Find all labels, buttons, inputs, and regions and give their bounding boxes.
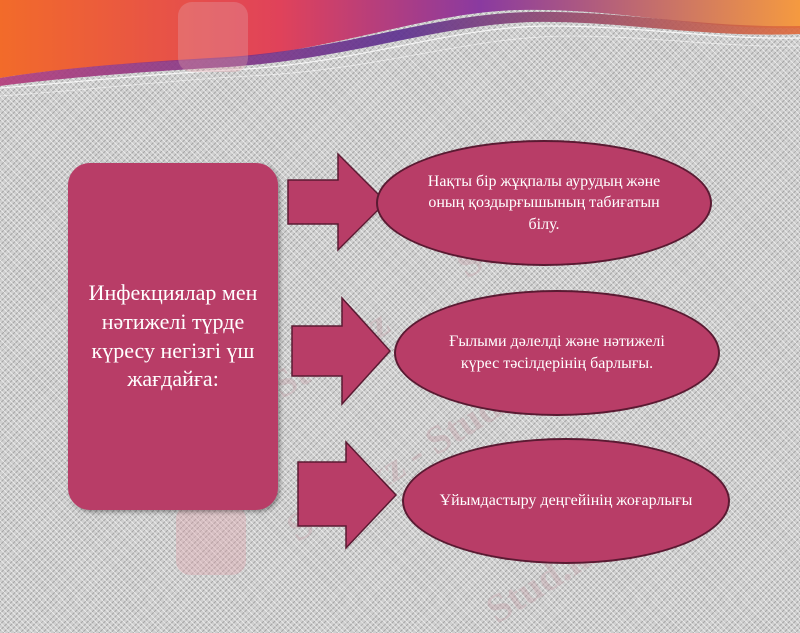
condition-ellipse: Ұйымдастыру деңгейінің жоғарлығы	[402, 438, 730, 564]
condition-text: Ғылыми дәлелді және нәтижелі күрес тәсіл…	[449, 333, 665, 372]
header-wave-banner	[0, 0, 800, 97]
arrow-right-icon	[287, 152, 388, 252]
arrow-right-icon	[297, 440, 398, 550]
main-condition-box: Инфекциялар мен нәтижелі түрде күресу не…	[68, 163, 278, 510]
condition-text: Ұйымдастыру деңгейінің жоғарлығы	[439, 492, 693, 510]
arrow-right-icon	[291, 296, 392, 406]
main-condition-text: Инфекциялар мен нәтижелі түрде күресу не…	[88, 280, 258, 392]
condition-ellipse: Ғылыми дәлелді және нәтижелі күрес тәсіл…	[394, 290, 720, 416]
condition-ellipse: Нақты бір жұқпалы аурудың және оның қозд…	[376, 140, 712, 266]
watermark-logo	[176, 505, 246, 575]
condition-text: Нақты бір жұқпалы аурудың және оның қозд…	[427, 172, 661, 233]
